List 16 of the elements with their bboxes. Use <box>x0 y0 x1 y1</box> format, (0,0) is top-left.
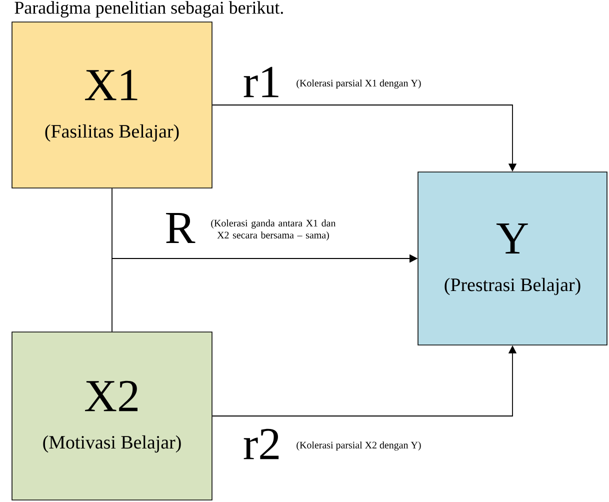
edge-label: r1 <box>244 66 278 98</box>
variable-symbol: X2 <box>85 380 138 412</box>
variable-name: (Motivasi Belajar) <box>43 435 181 453</box>
variable-box <box>12 332 212 500</box>
variable-symbol: Y <box>496 224 528 254</box>
edge-label: r2 <box>244 428 279 460</box>
note-text: (Kolerasi parsial X2 dengan Y) <box>296 441 421 451</box>
note-text: (Kolerasi ganda antara X1 dan X2 secara bersama – sama) <box>211 220 336 240</box>
edge-label: R <box>166 213 196 243</box>
variable-box <box>418 172 608 346</box>
heading: Paradigma penelitian sebagai berikut. <box>14 1 283 18</box>
variable-name: (Prestrasi Belajar) <box>444 278 580 296</box>
note-text: (Kolerasi parsial X1 dengan Y) <box>296 79 421 89</box>
variable-box <box>12 22 212 188</box>
variable-symbol: X1 <box>85 70 138 100</box>
variable-name: (Fasilitas Belajar) <box>45 124 179 142</box>
